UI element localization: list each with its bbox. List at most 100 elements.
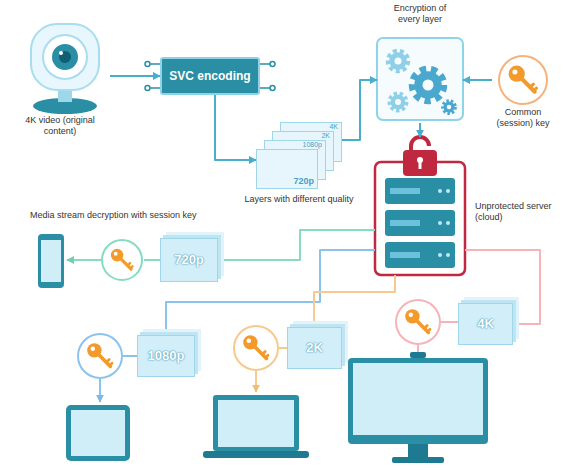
- node-label: Encryption of every layer: [387, 3, 453, 25]
- encoder-pins-part: [150, 63, 160, 65]
- server-illustration-part: [385, 210, 455, 236]
- monitor-branch-part: [396, 300, 440, 344]
- flow-connector: [218, 230, 375, 260]
- node-label: 1080p: [138, 348, 194, 364]
- flow-connector: [314, 275, 395, 327]
- server-illustration-part: [375, 162, 465, 275]
- stream-box: 720p: [160, 238, 218, 282]
- stream-box: 1080p: [137, 335, 195, 377]
- node-label: Common (session) key: [492, 107, 554, 129]
- stream-box: 2K: [287, 327, 342, 369]
- key-circle: Common (session) key: [492, 55, 554, 135]
- flow-connector: [342, 80, 377, 140]
- phone-branch-part: [111, 249, 133, 269]
- open-lock-icon: [403, 137, 437, 176]
- server-illustration-part: [438, 253, 442, 257]
- note-label: Media stream decryption with session key: [30, 210, 197, 221]
- server-illustration-part: [390, 252, 420, 258]
- gear-box-part: [443, 101, 456, 114]
- tablet-branch-part: [87, 343, 112, 366]
- phone-branch-part: [38, 234, 64, 288]
- tablet-branch-part: [123, 355, 137, 357]
- camera-illustration-part: [52, 44, 78, 70]
- encoder-pins-part: [150, 87, 160, 89]
- tablet-branch-part: [78, 334, 122, 378]
- server-illustration-part: [385, 178, 455, 204]
- server-illustration-part: [390, 188, 420, 194]
- server-illustration-part: [390, 220, 420, 226]
- camera-illustration-part: [43, 35, 87, 79]
- laptop-branch-part: [279, 347, 287, 349]
- node-label: 720p: [256, 149, 318, 189]
- laptop-branch-part: [255, 371, 257, 392]
- common-key-icon: [499, 56, 547, 104]
- node-label: Unprotected server (cloud): [475, 201, 553, 223]
- encryption-box: Encryption of every layer: [377, 3, 463, 123]
- tablet-branch-part: [71, 410, 125, 456]
- monitor-branch-part: [417, 345, 419, 352]
- node-label: 4K video (original content): [15, 115, 105, 137]
- flow-connector: [463, 79, 492, 81]
- flow-connector: [110, 75, 160, 77]
- server-illustration-part: [446, 189, 450, 193]
- server-box: Unprotected server (cloud): [375, 137, 465, 275]
- phone-branch: [38, 234, 160, 288]
- node-label: 4K: [459, 316, 512, 332]
- phone-branch-part: [41, 240, 61, 282]
- monitor-branch-part: [353, 363, 483, 435]
- server-illustration-part: [438, 221, 442, 225]
- node-label: SVC encoding: [162, 69, 258, 83]
- common-key-icon-part: [509, 66, 537, 92]
- laptop-branch-part: [218, 400, 294, 447]
- encoder-pins-part: [260, 63, 270, 65]
- phone-branch-part: [102, 240, 142, 280]
- camera-illustration-part: [59, 51, 63, 55]
- monitor-branch-part: [348, 358, 488, 444]
- laptop-branch-part: [243, 335, 268, 358]
- monitor-branch-part: [392, 457, 444, 463]
- server-illustration-part: [446, 253, 450, 257]
- camera-illustration: [31, 24, 99, 114]
- encoder-pins-part: [270, 86, 275, 91]
- monitor-branch-part: [408, 444, 428, 458]
- monitor-branch-part: [405, 309, 430, 332]
- gear-box-part: [377, 38, 463, 120]
- server-illustration-part: [438, 189, 442, 193]
- encoder-pins-part: [145, 62, 150, 67]
- open-lock-icon-part: [403, 150, 437, 176]
- monitor-branch-part: [441, 321, 458, 323]
- server-illustration-part: [385, 242, 455, 268]
- open-lock-icon-part: [411, 137, 429, 151]
- laptop-branch-part: [234, 326, 278, 370]
- node-label: Layers with different quality: [232, 194, 366, 205]
- laptop-branch-part: [203, 451, 309, 458]
- encoder-pins-part: [145, 86, 150, 91]
- gear-box-part: [412, 69, 444, 101]
- flow-connector: [419, 123, 421, 137]
- stream-box: 4K: [458, 303, 513, 345]
- camera-illustration-part: [59, 51, 71, 63]
- phone-branch-part: [144, 259, 160, 261]
- gear-box: [377, 38, 463, 120]
- node-label: 720p: [161, 252, 217, 268]
- gear-box-part: [388, 51, 408, 71]
- encoder-pins-part: [270, 62, 275, 67]
- tablet-branch-part: [99, 379, 101, 402]
- laptop-branch-part: [213, 395, 299, 451]
- process-box: SVC encoding: [160, 57, 260, 95]
- node-label: 2K: [288, 340, 341, 356]
- server-illustration-part: [446, 221, 450, 225]
- encoder-pins-part: [260, 87, 270, 89]
- flow-connector: [215, 95, 256, 160]
- server-illustration: [375, 162, 465, 275]
- tablet-branch-part: [66, 405, 130, 461]
- camera-illustration-part: [31, 24, 99, 90]
- open-lock-icon-part: [419, 161, 422, 169]
- monitor-branch-part: [410, 352, 426, 358]
- common-key-icon-part: [499, 56, 547, 104]
- tablet-branch: [66, 334, 137, 461]
- phone-branch-part: [67, 259, 101, 261]
- layer-stack: 4K2K1080p720pLayers with different quali…: [256, 122, 342, 217]
